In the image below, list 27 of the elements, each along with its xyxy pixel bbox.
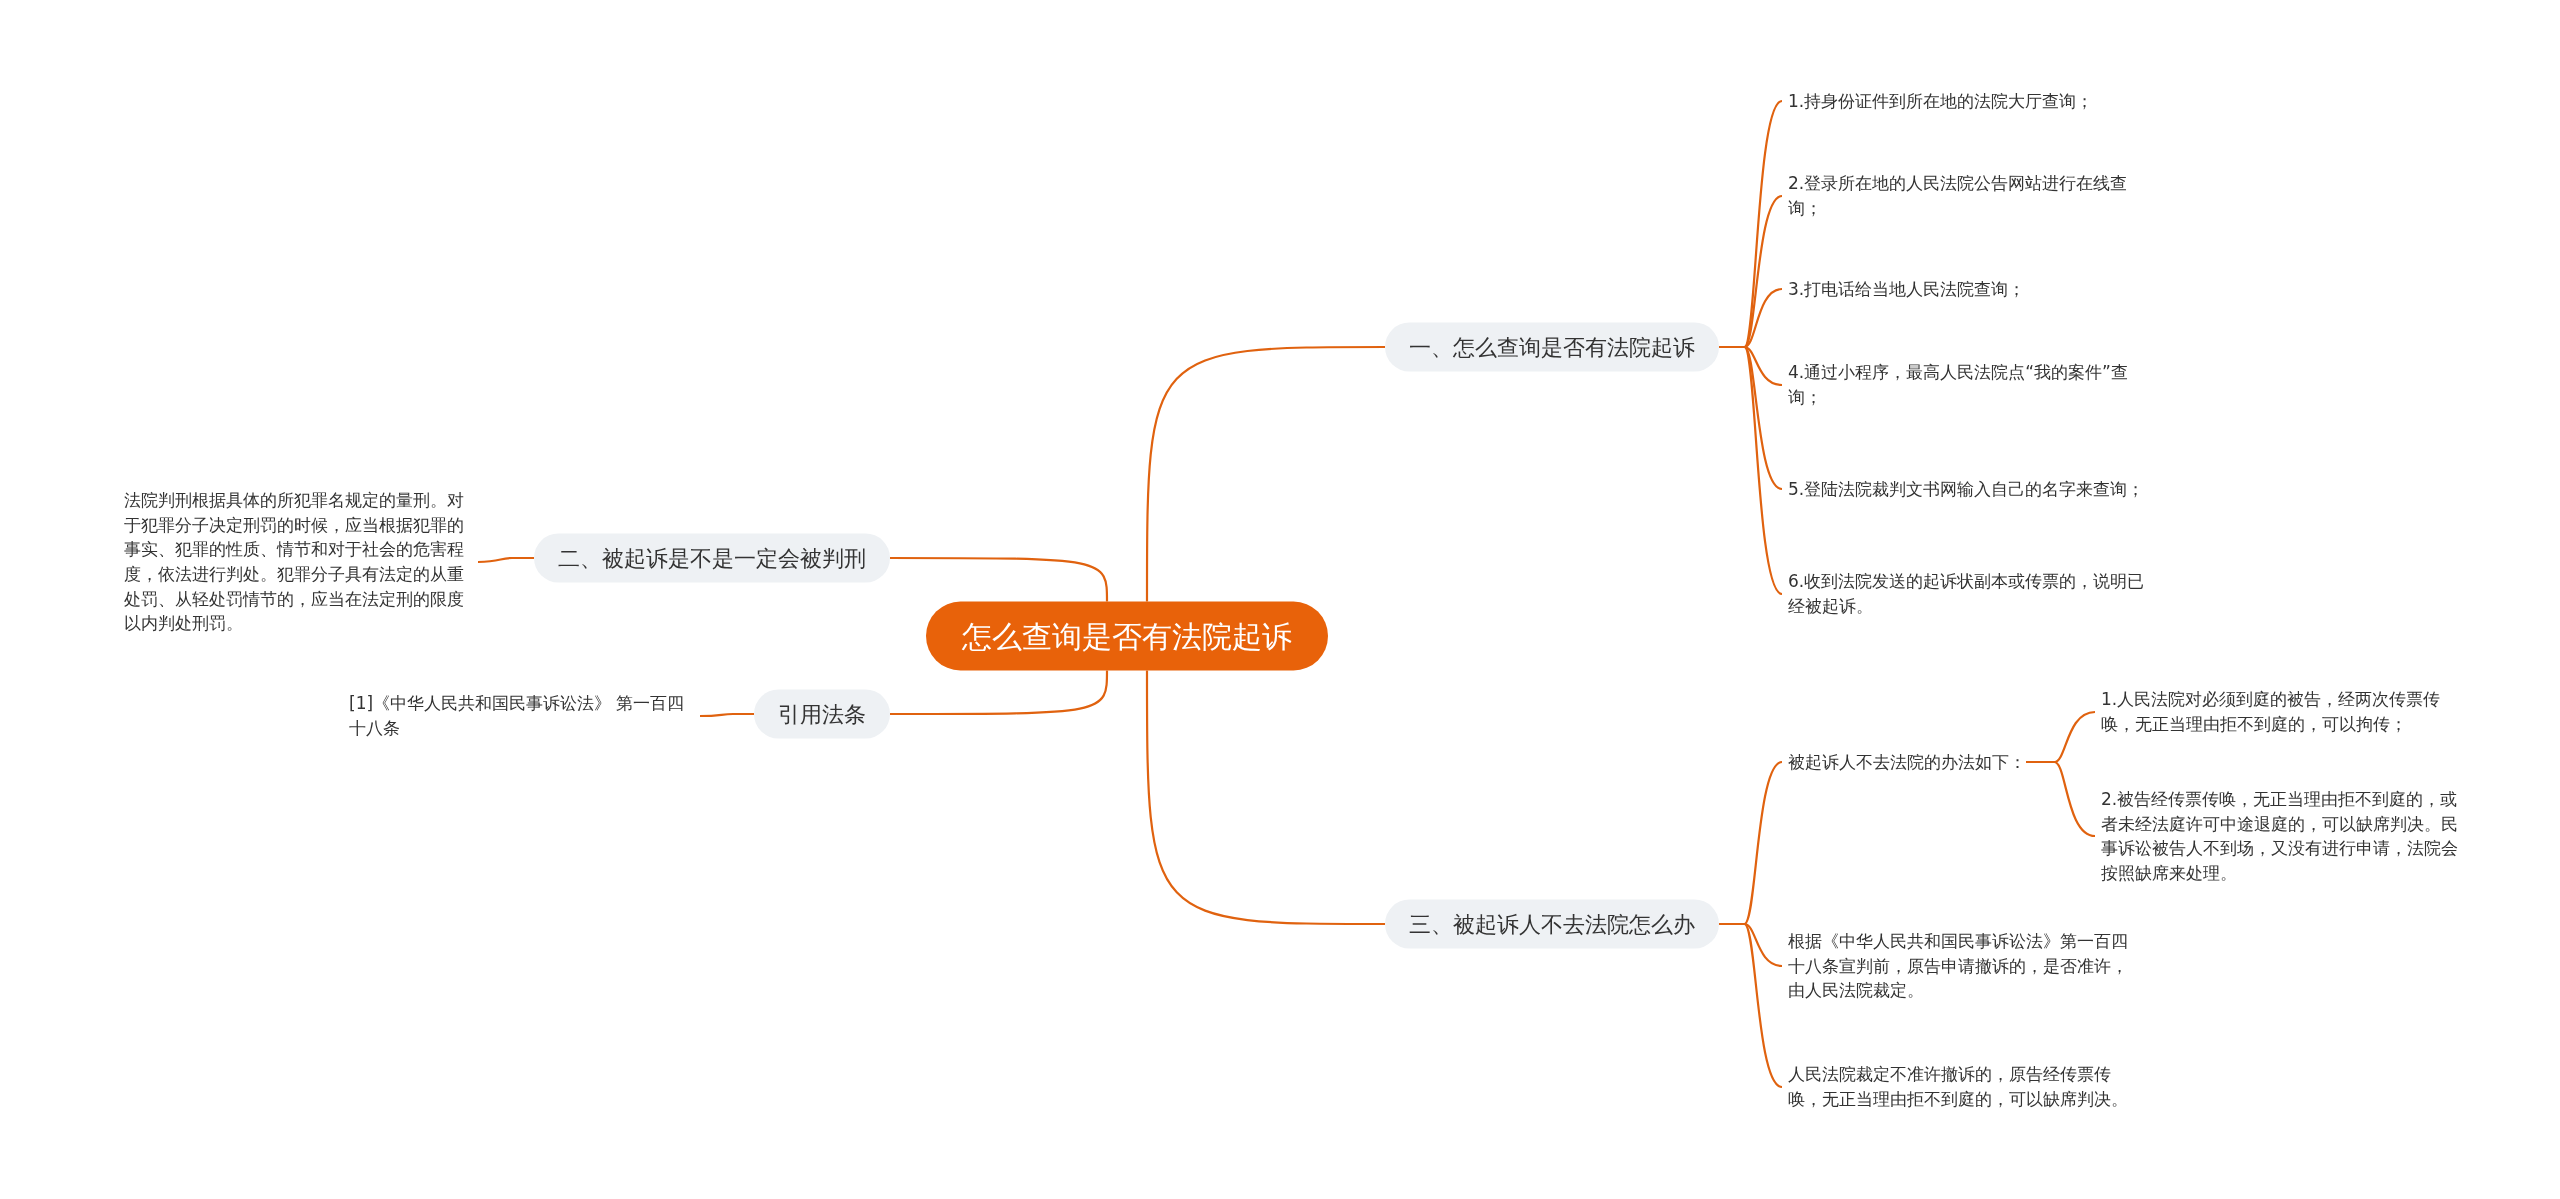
leaf-text: 法院判刑根据具体的所犯罪名规定的量刑。对于犯罪分子决定刑罚的时候，应当根据犯罪的事实、犯罪的性质、情节和对于社会的危害程度，依法进行判处。犯罪分子具有法定的从重处罚、从轻处罚情节的，应当在法定刑的限度以内判处刑罚。 bbox=[124, 488, 472, 636]
leaf-text: 被起诉人不去法院的办法如下： bbox=[1788, 749, 2026, 775]
branch-topic: 三、被起诉人不去法院怎么办 bbox=[1385, 899, 1719, 949]
leaf-text: [1]《中华人民共和国民事诉讼法》 第一百四十八条 bbox=[349, 691, 694, 741]
connector-line bbox=[1145, 345, 1385, 602]
leaf-text: 1.持身份证件到所在地的法院大厅查询； bbox=[1788, 88, 2156, 114]
connector-line bbox=[1719, 922, 1783, 1088]
leaf-text: 3.打电话给当地人民法院查询； bbox=[1788, 276, 2156, 302]
connector-line bbox=[2026, 760, 2096, 838]
branch-topic: 引用法条 bbox=[754, 689, 890, 739]
leaf-text: 人民法院裁定不准许撤诉的，原告经传票传唤，无正当理由拒不到庭的，可以缺席判决。 bbox=[1788, 1062, 2133, 1112]
connector-line bbox=[1719, 345, 1783, 595]
leaf-text: 2.被告经传票传唤，无正当理由拒不到庭的，或者未经法庭许可中途退庭的，可以缺席判决。民事诉讼被告人不到场，又没有进行申请，法院会按照缺席来处理。 bbox=[2101, 786, 2466, 886]
leaf-text: 5.登陆法院裁判文书网输入自己的名字来查询； bbox=[1788, 476, 2156, 502]
connector-line bbox=[700, 712, 754, 718]
connector-line bbox=[890, 670, 1109, 716]
connector-line bbox=[478, 556, 534, 564]
connector-line bbox=[890, 556, 1109, 602]
branch-topic: 二、被起诉是不是一定会被判刑 bbox=[534, 533, 890, 583]
leaf-text: 根据《中华人民共和国民事诉讼法》第一百四十八条宣判前，原告申请撤诉的，是否准许，由人民法院裁定。 bbox=[1788, 929, 2128, 1003]
branch-topic: 一、怎么查询是否有法院起诉 bbox=[1385, 322, 1719, 372]
leaf-text: 6.收到法院发送的起诉状副本或传票的，说明已经被起诉。 bbox=[1788, 569, 2156, 619]
leaf-text: 1.人民法院对必须到庭的被告，经两次传票传唤，无正当理由拒不到庭的，可以拘传； bbox=[2101, 687, 2466, 737]
leaf-text: 4.通过小程序，最高人民法院点“我的案件”查询； bbox=[1788, 360, 2156, 410]
leaf-text: 2.登录所在地的人民法院公告网站进行在线查询； bbox=[1788, 171, 2156, 221]
central-topic: 怎么查询是否有法院起诉 bbox=[926, 601, 1328, 671]
connector-line bbox=[1145, 670, 1385, 926]
